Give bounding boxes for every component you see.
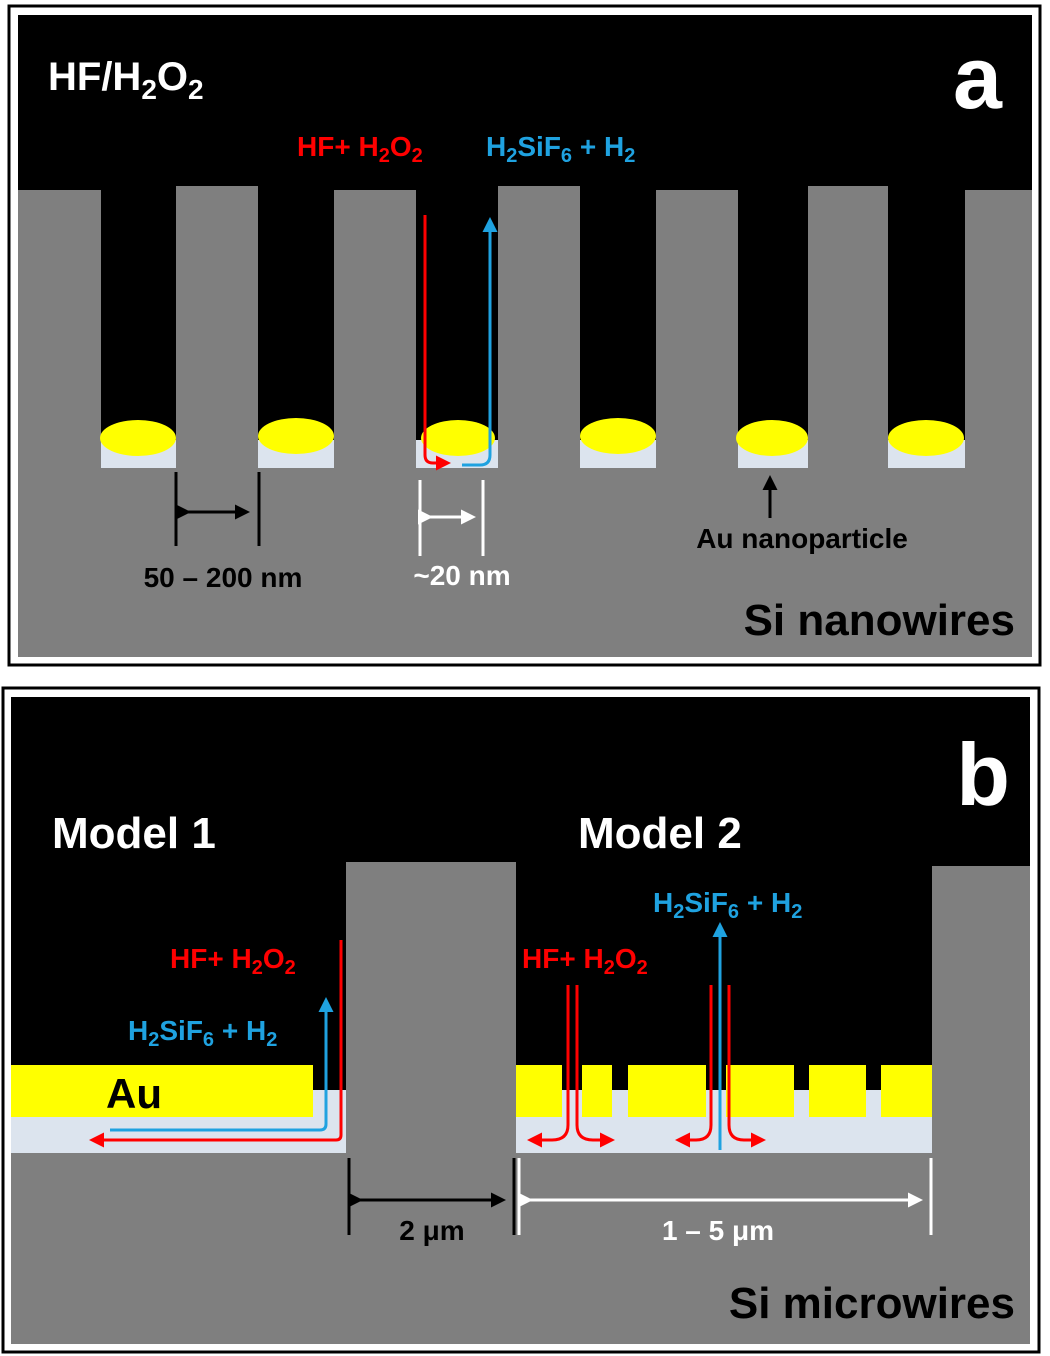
nanowire xyxy=(334,190,416,470)
model-2-reactant-arrows xyxy=(527,985,766,1148)
au-nanoparticle xyxy=(888,420,964,456)
spacing-label: 50 – 200 nm xyxy=(144,562,303,593)
au-nanoparticle xyxy=(421,420,495,456)
model-1-au-film xyxy=(11,1065,346,1153)
nanowire-spacing-dimension xyxy=(174,472,261,546)
au-segment xyxy=(582,1065,612,1117)
model-2-au-pattern xyxy=(516,1065,932,1153)
silicon-substrate xyxy=(18,468,1032,657)
model-2-products-label: H2SiF6 + H2 xyxy=(653,887,802,923)
model-1-product-arrow xyxy=(110,997,334,1132)
model-1-reactant-arrow xyxy=(89,940,343,1148)
au-label: Au xyxy=(106,1070,162,1117)
silicon-nanowires xyxy=(18,186,1032,657)
au-film xyxy=(11,1065,313,1117)
microwire-spacing-dimension xyxy=(517,1158,933,1235)
au-segment xyxy=(726,1065,794,1117)
panel-a-frame xyxy=(7,4,1042,667)
width-label: 2 μm xyxy=(399,1215,464,1246)
nanowire xyxy=(176,186,258,470)
microwire xyxy=(932,866,1030,1155)
nanowire xyxy=(808,186,888,470)
material-label: Si nanowires xyxy=(744,596,1015,645)
etchant-title: HF/H2O2 xyxy=(48,55,204,105)
au-segment xyxy=(809,1065,866,1117)
panel-letter: a xyxy=(953,28,1003,127)
au-nanoparticle xyxy=(100,420,176,456)
nanowire xyxy=(18,190,101,470)
au-nanoparticle xyxy=(736,420,808,456)
nanoparticle-label: Au nanoparticle xyxy=(696,523,908,554)
panel-b-frame xyxy=(1,686,1041,1354)
nanowire xyxy=(965,190,1032,470)
model-2-label: Model 2 xyxy=(578,809,742,858)
nanowire xyxy=(656,190,738,470)
panel-letter: b xyxy=(956,725,1010,824)
reactants-label: HF+ H2O2 xyxy=(297,131,423,167)
au-segment xyxy=(516,1065,562,1117)
spacing-label: 1 – 5 μm xyxy=(662,1215,774,1246)
reactant-flow-arrow xyxy=(423,215,451,471)
microwire xyxy=(346,862,516,1155)
panel-a: HF/H2O2 a HF+ H2O2 H2SiF6 + H2 50 – 200 … xyxy=(7,4,1042,667)
product-flow-arrow xyxy=(462,217,498,467)
gap-dimension xyxy=(418,480,485,556)
au-segment xyxy=(628,1065,706,1117)
panel-b: b Model 1 Model 2 HF+ H2O2 H2SiF6 + H2 H… xyxy=(1,686,1041,1354)
microwire-width-dimension xyxy=(347,1158,516,1235)
model-1-reactants-label: HF+ H2O2 xyxy=(170,943,296,979)
au-nanoparticle xyxy=(580,418,656,454)
au-nanoparticle xyxy=(258,418,334,454)
model-2-reactants-label: HF+ H2O2 xyxy=(522,943,648,979)
nanowire xyxy=(498,186,580,470)
gap-label: ~20 nm xyxy=(413,560,510,591)
material-label: Si microwires xyxy=(729,1279,1015,1328)
au-segment xyxy=(881,1065,932,1117)
au-nanoparticles xyxy=(100,418,965,468)
model-1-label: Model 1 xyxy=(52,809,216,858)
model-1-products-label: H2SiF6 + H2 xyxy=(128,1015,277,1051)
